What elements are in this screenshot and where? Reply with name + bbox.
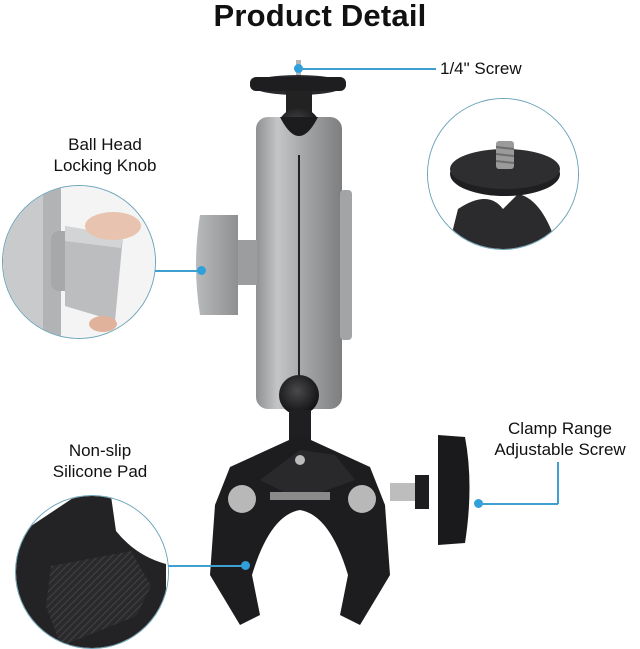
product-image <box>190 55 490 643</box>
ball-head-label-line1: Ball Head <box>68 135 142 154</box>
screw-callout-label: 1/4" Screw <box>440 59 522 78</box>
ball-head-callout-dot <box>197 266 206 275</box>
clamp-screw-callout-dot <box>474 499 483 508</box>
silicone-pad-callout-line <box>168 565 244 567</box>
silicone-pad-label-line1: Non-slip <box>68 441 132 460</box>
silicone-pad-callout-dot <box>241 561 250 570</box>
screw-callout-line <box>300 68 436 70</box>
ball-head-callout-line <box>155 270 201 272</box>
page-title: Product Detail <box>213 0 427 33</box>
ball-head-label: Ball Head Locking Knob <box>30 134 180 176</box>
clamp-screw-callout-line-v <box>557 462 559 504</box>
ball-head-label-line2: Locking Knob <box>53 156 157 175</box>
clamp-screw-label-line1: Clamp Range <box>508 419 612 438</box>
silicone-pad-label-line2: Silicone Pad <box>52 462 148 481</box>
screw-detail-circle <box>427 98 579 250</box>
screw-callout-dot <box>294 64 303 73</box>
clamp-screw-label: Clamp Range Adjustable Screw <box>480 418 640 460</box>
clamp-screw-callout-line-h <box>480 503 558 505</box>
silicone-pad-detail-circle <box>15 495 169 649</box>
ball-head-detail-circle <box>2 185 156 339</box>
silicone-pad-label: Non-slip Silicone Pad <box>30 440 170 482</box>
clamp-screw-label-line2: Adjustable Screw <box>494 440 626 459</box>
